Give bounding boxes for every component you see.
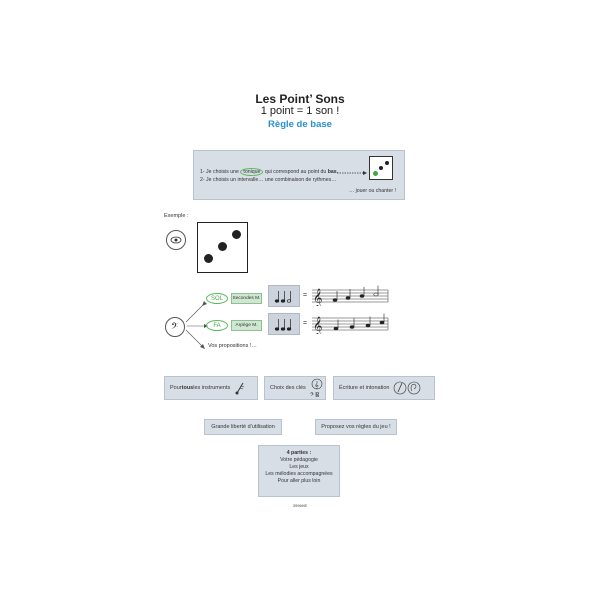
feature-freedom: Grande liberté d’utilisation [204,419,282,435]
svg-text:𝄢: 𝄢 [171,321,178,334]
instructions-box: 1- Je choisis une tonique qui correspond… [193,150,405,200]
arrow-icon [337,171,367,175]
page-subtitle: 1 point = 1 son ! [260,105,340,117]
eye-icon [166,230,186,250]
parts-item: Les mélodies accompagnées [265,471,333,477]
rhythm-notes-icon [274,291,292,303]
rhythm-notes-icon [274,319,292,331]
staff-sol: 𝄞 [312,285,389,306]
instruction-line-3: … jouer ou chanter ! [348,188,396,194]
parts-item: Les jeux [289,464,309,470]
rhythm-box-2 [268,313,300,335]
proposals-text: Vos propositions !… [208,343,257,349]
interval-label-secondes: Secondes M. [231,293,262,304]
instrument-icon [235,382,245,395]
feature-rules: Proposez vos règles du jeu ! [315,419,397,435]
example-label: Exemple : [164,213,189,219]
svg-text:𝄢 𝄡: 𝄢 𝄡 [310,392,320,398]
tonique-circled: tonique [240,168,264,176]
feature-instruments: Pour tous les instruments [164,376,258,400]
svg-text:𝄞: 𝄞 [313,316,322,334]
instruction-line-1: 1- Je choisis une tonique qui correspond… [200,168,339,176]
die-dot [379,166,383,170]
interval-label-arpege: Arpège M. [231,320,262,331]
feature-writing: Écriture et intonation [333,376,435,400]
pen-ear-icon [394,381,421,395]
die-dot [204,254,213,263]
parts-box: 4 parties : Votre pédagogie Les jeux Les… [258,445,340,497]
feature-clefs: Choix des clés 𝄞 𝄢 𝄡 [264,376,326,400]
parts-heading: 4 parties : [286,450,312,456]
svg-text:𝄞: 𝄞 [314,380,318,390]
svg-text:𝄞: 𝄞 [313,288,322,306]
big-die-icon [197,222,248,273]
instruction-line-2: 2- Je choisis un intervalle… une combina… [200,177,337,183]
bass-clef-icon: 𝄢 [165,317,185,337]
die-dot [232,230,241,239]
equals-sign: = [303,320,308,327]
rhythm-box-1 [268,285,300,307]
small-die-icon [369,156,393,180]
note-sol-oval: SOL [206,293,228,304]
clef-choice-icon: 𝄞 𝄢 𝄡 [310,378,323,398]
die-dot [218,242,227,251]
note-fa-oval: FA [206,320,228,331]
equals-sign: = [303,292,308,299]
staff-fa: 𝄞 [312,313,389,334]
die-dot [385,161,389,165]
parts-item: Votre pédagogie [280,457,318,463]
parts-item: Pour aller plus loin [277,478,321,484]
rule-heading: Règle de base [268,119,332,130]
page-title: Les Point’ Sons [255,92,345,106]
die-dot-green [373,171,378,176]
product-code: 3996HE [292,503,308,508]
